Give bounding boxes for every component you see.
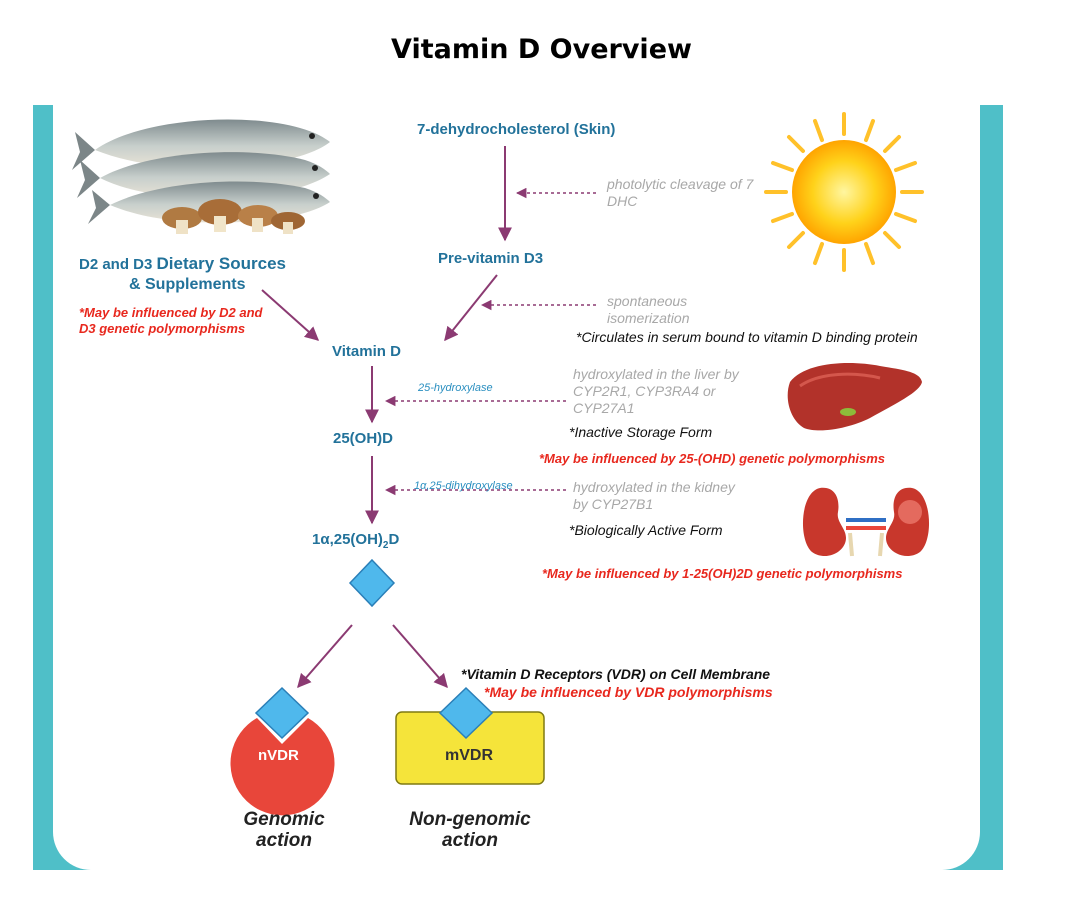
dietary-prefix: D2 and D3 <box>79 256 153 273</box>
liver-icon <box>787 363 922 431</box>
spontaneous-isomerization-text: spontaneous isomerization <box>607 293 690 326</box>
biologically-active-form: *Biologically Active Form <box>569 522 723 538</box>
kidney-icon <box>802 487 930 557</box>
vdr-polymorphism-note: *May be influenced by VDR polymorphisms <box>484 684 773 700</box>
genomic-line1: Genomic <box>243 809 325 830</box>
pathway-arrows <box>261 146 512 689</box>
dietary-note-line1: *May be influenced by D2 and <box>79 305 263 320</box>
photolytic-cleavage-text: photolytic cleavage of 7 DHC <box>607 176 754 209</box>
arrow-dietary-to-vitamin-d <box>261 289 320 341</box>
nvdr-receptor-shape <box>230 718 335 816</box>
arrow-to-mvdr <box>392 624 448 689</box>
dietary-title: Dietary Sources <box>156 254 286 273</box>
nvdr-bound-diamond <box>254 686 310 740</box>
page-title: Vitamin D Overview <box>391 34 692 65</box>
node-1a-25oh2d-sub: 2 <box>382 540 389 551</box>
kidney-hydroxylation-text: hydroxylated in the kidney by CYP27B1 <box>573 479 735 512</box>
node-1a-25oh2d-main: 1α,25(OH) <box>312 531 383 548</box>
fish-mushroom-icon <box>72 119 330 234</box>
polymorphism-note-125oh2d: *May be influenced by 1-25(OH)2D genetic… <box>542 566 903 581</box>
inactive-storage-form: *Inactive Storage Form <box>569 424 713 440</box>
genomic-action-label: Genomic action <box>214 809 354 851</box>
enzyme-25-hydroxylase: 25-hydroxylase <box>418 382 493 394</box>
node-25ohd: 25(OH)D <box>333 430 394 447</box>
enzyme-1a-25-dihydroxylase: 1α,25-dihydroxylase <box>414 480 513 492</box>
serum-binding-note: *Circulates in serum bound to vitamin D … <box>576 329 918 345</box>
node-pre-vitamin-d3: Pre-vitamin D3 <box>438 250 544 267</box>
genomic-line2: action <box>256 830 312 851</box>
node-vitamin-d: Vitamin D <box>332 343 401 360</box>
dietary-note-line2: D3 genetic polymorphisms <box>79 321 246 336</box>
mvdr-label: mVDR <box>445 747 494 764</box>
nongenomic-line1: Non-genomic <box>409 809 531 830</box>
nvdr-label: nVDR <box>258 747 299 764</box>
non-genomic-action-label: Non-genomic action <box>390 809 550 851</box>
liver-hydroxylation-text: hydroxylated in the liver by CYP2R1, CYP… <box>573 366 739 416</box>
arrow-previtamin-to-vitamin-d <box>444 274 498 342</box>
dietary-supplements-label: & Supplements <box>129 276 246 293</box>
polymorphism-note-25ohd: *May be influenced by 25-(OHD) genetic p… <box>539 451 886 466</box>
node-7-dehydrocholesterol: 7-dehydrocholesterol (Skin) <box>417 121 616 138</box>
vitamin-d-ligand-diamond <box>348 558 396 608</box>
mvdr-bound-diamond <box>438 686 494 740</box>
sun-icon <box>764 112 924 272</box>
node-1a-25oh2d-end: D <box>388 531 400 548</box>
vdr-membrane-note: *Vitamin D Receptors (VDR) on Cell Membr… <box>461 666 771 682</box>
nongenomic-line2: action <box>442 830 498 851</box>
node-1a-25oh2d: 1α,25(OH)2D <box>312 531 399 551</box>
arrow-to-nvdr <box>297 624 353 689</box>
dietary-sources-label: D2 and D3 Dietary Sources <box>79 254 286 274</box>
